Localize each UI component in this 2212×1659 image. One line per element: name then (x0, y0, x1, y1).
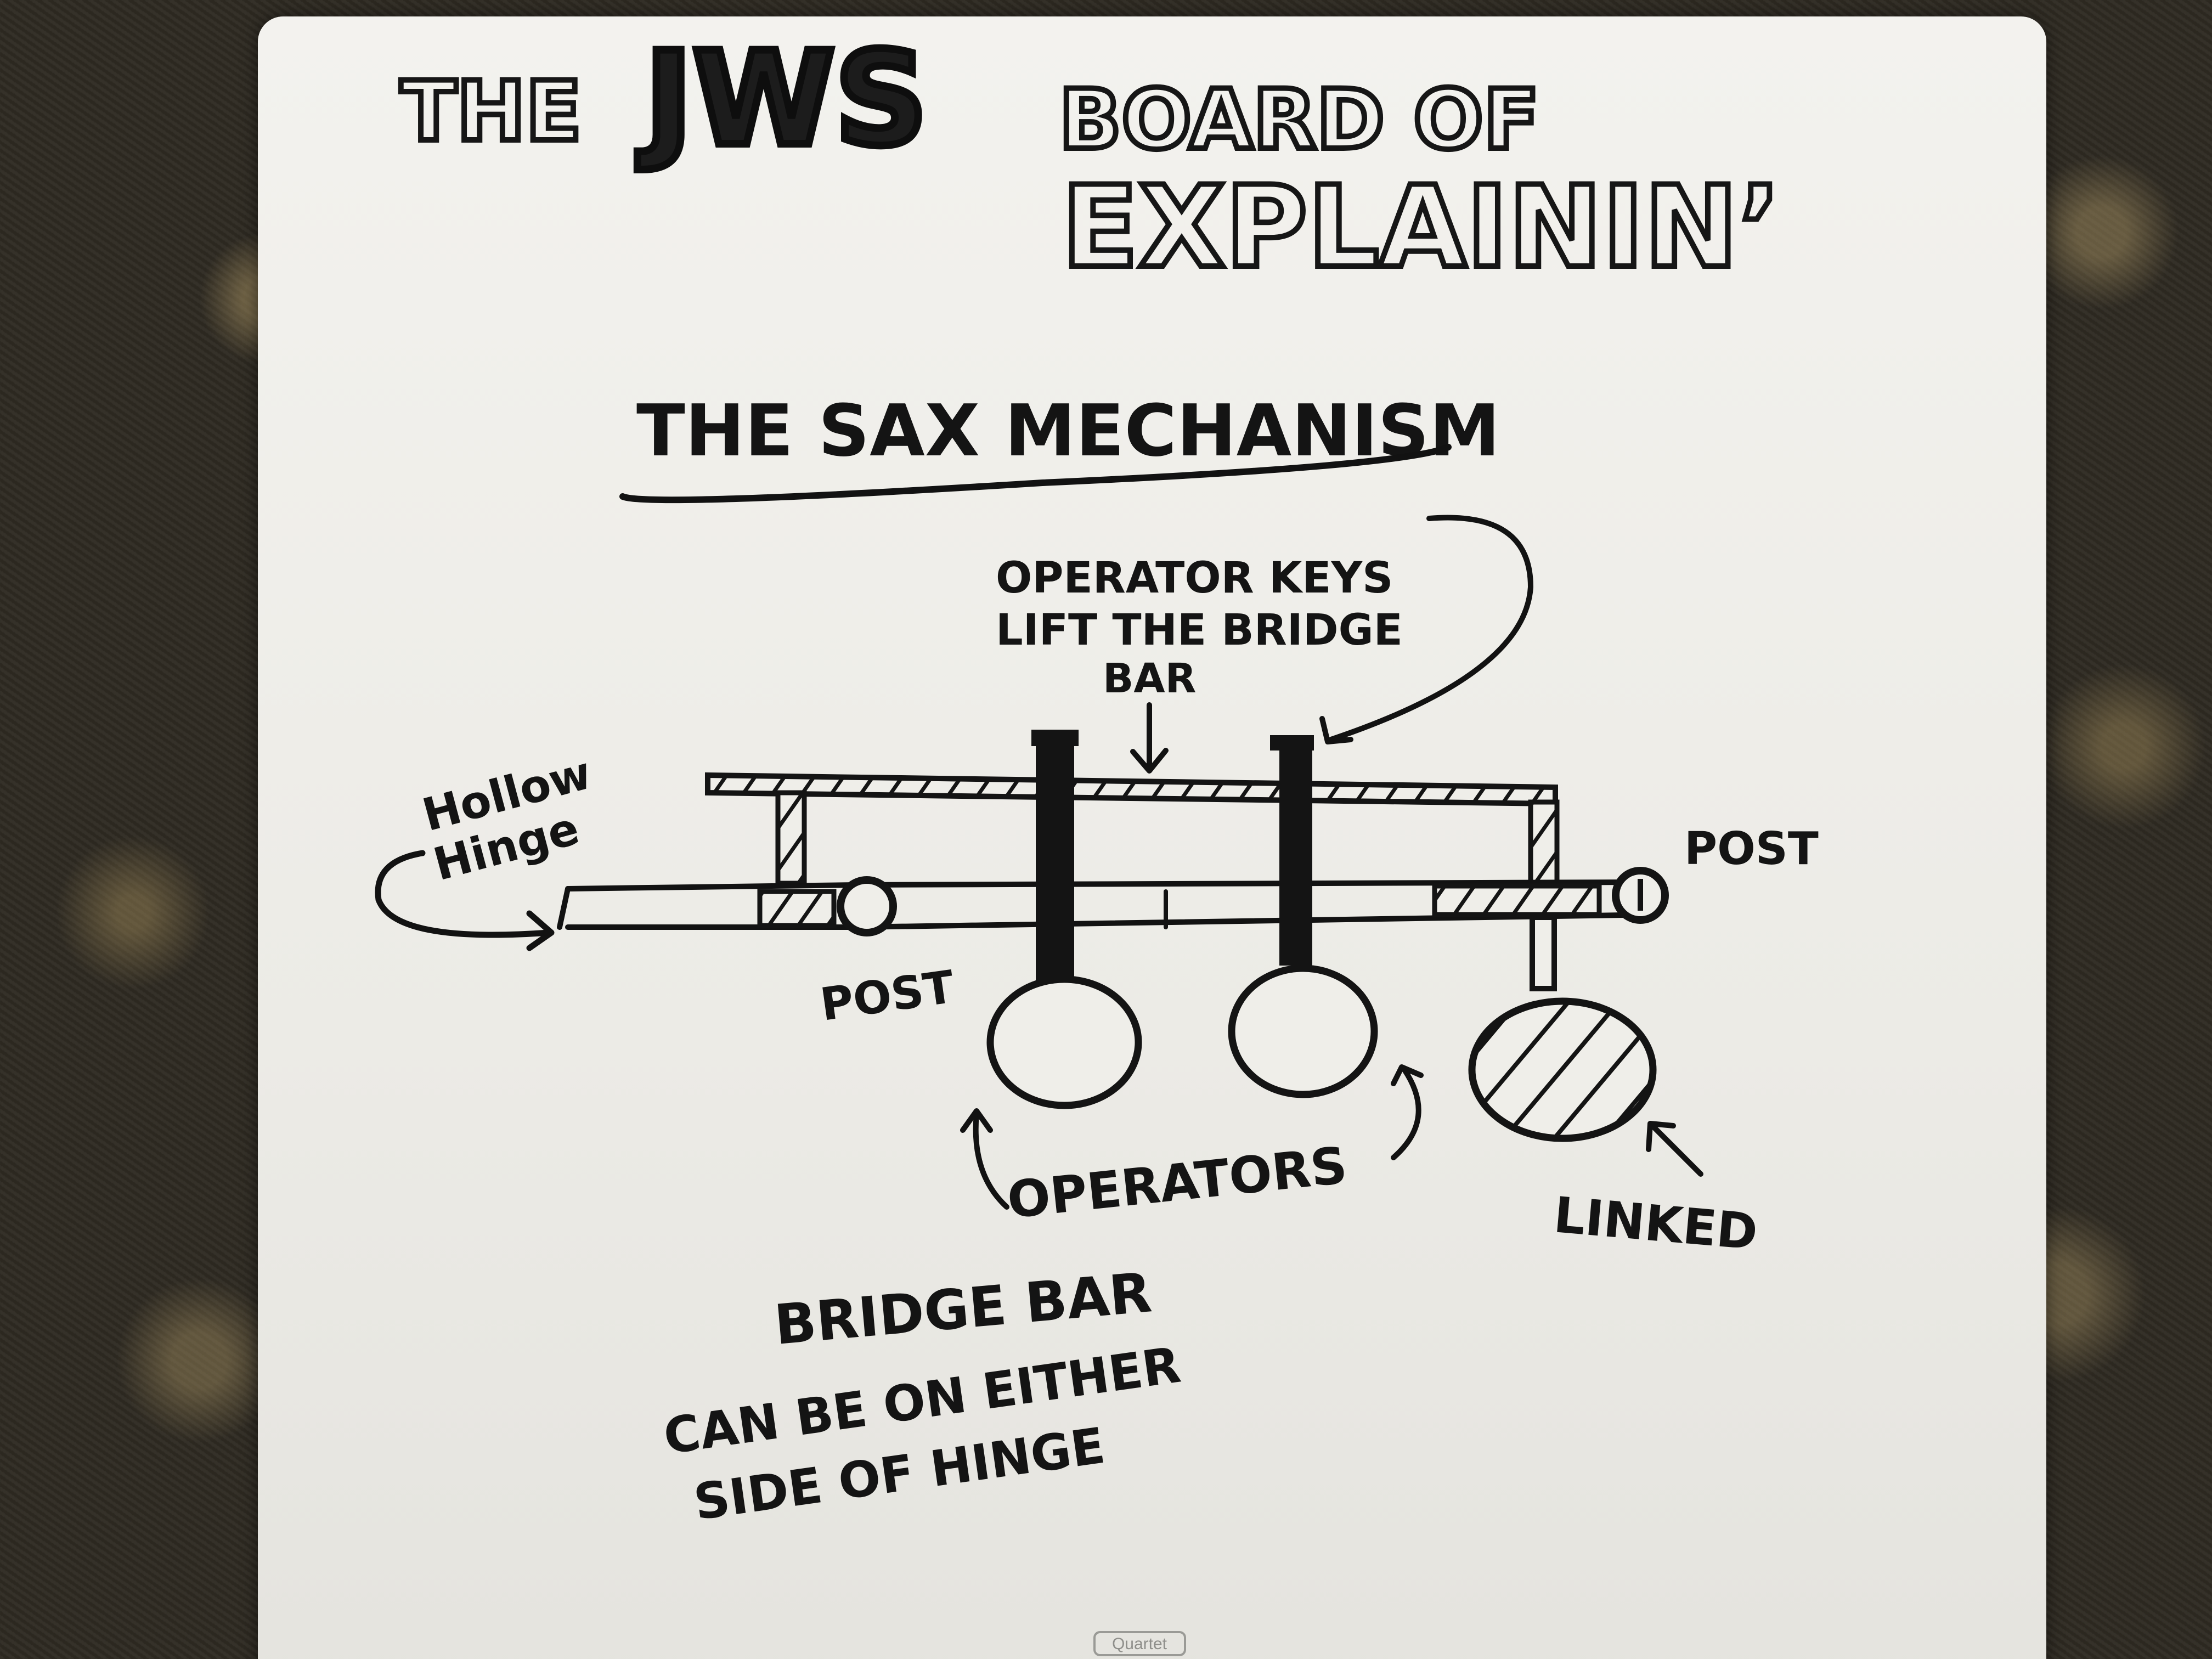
operator-key-1-cap (1031, 730, 1079, 746)
operator-key-arrow (1325, 515, 1533, 743)
operators-arrowhead-left (960, 1108, 993, 1133)
operator-key-1 (1036, 730, 1074, 982)
brand-logo: Quartet (1112, 1635, 1167, 1653)
operators-label: OPERATORS (1005, 1136, 1350, 1230)
diagram-title: THE SAX MECHANISM (636, 389, 1500, 472)
operator-keys-label-line3: BAR (1103, 655, 1197, 702)
post-label-left: POST (817, 961, 958, 1031)
right-hatched-section (1432, 883, 1602, 917)
brand-badge (1093, 1631, 1186, 1656)
note-line1: BRIDGE BAR (772, 1260, 1154, 1357)
bridge-bar (705, 772, 1558, 807)
bridge-bar-arrowhead (1130, 748, 1169, 774)
header-the: THE (400, 64, 582, 160)
header-board-of: BOARD OF (1059, 72, 1539, 168)
linked-label: LINKED (1551, 1186, 1760, 1261)
operator-key-2-cap (1270, 735, 1314, 751)
linked-key-stem (1530, 915, 1557, 991)
operator-keys-label-line1: OPERATOR KEYS (996, 554, 1393, 603)
title-underline (619, 444, 1452, 504)
whiteboard (258, 16, 2046, 1659)
header-explainin: EXPLAININ’ (1062, 162, 1781, 293)
linked-pad (1468, 997, 1657, 1142)
operator-key-arrowhead (1319, 716, 1353, 744)
header-jws: JWS (637, 25, 928, 174)
hinge-hollow-end (557, 886, 571, 930)
right-strut (1528, 799, 1560, 887)
operator-keys-label-line2: LIFT THE BRIDGE (996, 606, 1403, 655)
operators-arrowhead-right (1391, 1064, 1424, 1086)
left-strut (775, 790, 807, 886)
operator-pad-1 (986, 975, 1142, 1109)
linked-arrow (1649, 1122, 1703, 1177)
hollow-hinge-arrow (375, 850, 552, 938)
left-hatched-section (757, 889, 837, 928)
hollow-hinge-arrowhead (526, 910, 555, 951)
left-post (837, 876, 897, 936)
operators-arrow-right (1391, 1067, 1421, 1160)
post-label-right: POST (1684, 823, 1819, 875)
operator-key-2 (1279, 735, 1312, 966)
operator-pad-2 (1228, 964, 1378, 1098)
operators-arrow-left (973, 1111, 1009, 1210)
linked-arrowhead (1646, 1121, 1676, 1152)
